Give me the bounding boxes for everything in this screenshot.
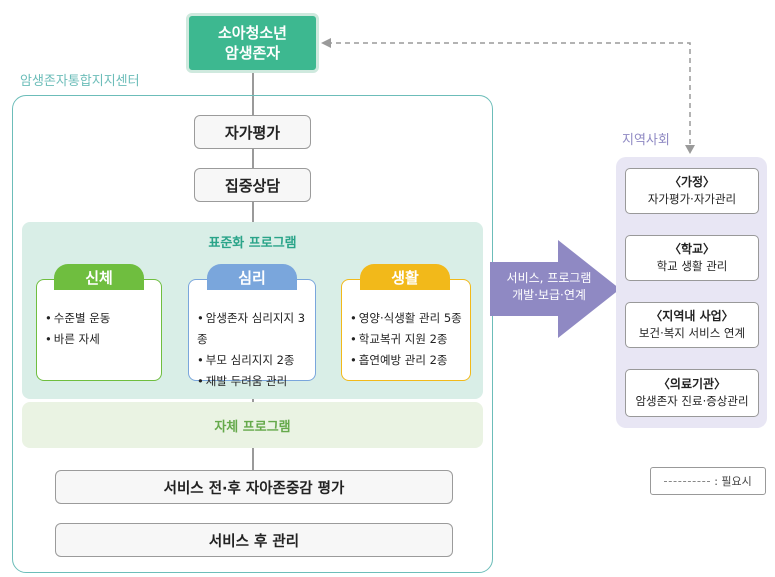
big-arrow-icon xyxy=(490,240,620,338)
community-box-title: 〈의료기관〉 xyxy=(657,377,727,391)
community-box-title: 〈가정〉 xyxy=(668,175,716,189)
top-node-line2: 암생존자 xyxy=(224,44,281,62)
dashed-arrowhead-left xyxy=(321,38,331,48)
top-node-line1: 소아청소년 xyxy=(217,24,287,42)
category-item: 흡연예방 관리 2종 xyxy=(350,350,464,371)
arrow-label-line1: 서비스, 프로그램 xyxy=(506,271,592,285)
category-tab-life: 생활 xyxy=(360,264,450,290)
category-card-life: 영양·식생활 관리 5종 학교복귀 지원 2종 흡연예방 관리 2종 xyxy=(341,279,471,381)
step-after-care: 서비스 후 관리 xyxy=(55,523,453,557)
step-intensive: 집중상담 xyxy=(194,168,311,202)
community-box-desc: 보건·복지 서비스 연계 xyxy=(638,326,746,340)
community-box-home: 〈가정〉 자가평가·자가관리 xyxy=(625,168,759,214)
category-card-body: 수준별 운동 바른 자세 xyxy=(36,279,162,381)
community-box-title: 〈지역내 사업〉 xyxy=(650,309,734,323)
top-node-survivor: 소아청소년 암생존자 xyxy=(186,13,319,73)
category-item: 수준별 운동 xyxy=(45,308,155,329)
category-item: 암생존자 심리지지 3종 xyxy=(197,308,309,350)
community-box-medical: 〈의료기관〉 암생존자 진료·증상관리 xyxy=(625,369,759,417)
category-item: 영양·식생활 관리 5종 xyxy=(350,308,464,329)
arrow-label: 서비스, 프로그램 개발·보급·연계 xyxy=(490,270,608,304)
center-title: 암생존자통합지지센터 xyxy=(20,74,140,89)
standard-program-title: 표준화 프로그램 xyxy=(208,236,297,251)
legend-label: : 필요시 xyxy=(714,475,752,488)
dashed-arrowhead-down xyxy=(685,145,695,154)
community-box-title: 〈학교〉 xyxy=(668,242,716,256)
community-box-desc: 자가평가·자가관리 xyxy=(647,192,737,206)
community-box-desc: 암생존자 진료·증상관리 xyxy=(635,394,749,408)
center-frame xyxy=(12,95,493,573)
own-program-panel: 자체 프로그램 xyxy=(22,402,483,448)
category-item: 재발 두려움 관리 xyxy=(197,371,309,392)
step-before-after-eval: 서비스 전·후 자아존중감 평가 xyxy=(55,470,453,504)
community-box-local-project: 〈지역내 사업〉 보건·복지 서비스 연계 xyxy=(625,302,759,348)
community-box-school: 〈학교〉 학교 생활 관리 xyxy=(625,235,759,281)
community-box-desc: 학교 생활 관리 xyxy=(656,259,728,273)
community-title: 지역사회 xyxy=(622,133,670,148)
category-item: 부모 심리지지 2종 xyxy=(197,350,309,371)
legend: : 필요시 xyxy=(650,467,766,495)
step-self-eval: 자가평가 xyxy=(194,115,311,149)
category-item: 바른 자세 xyxy=(45,329,155,350)
legend-dash-line xyxy=(664,480,711,482)
arrow-label-line2: 개발·보급·연계 xyxy=(512,288,586,302)
category-tab-mind: 심리 xyxy=(207,264,297,290)
category-card-mind: 암생존자 심리지지 3종 부모 심리지지 2종 재발 두려움 관리 xyxy=(188,279,316,388)
category-item: 학교복귀 지원 2종 xyxy=(350,329,464,350)
category-tab-body: 신체 xyxy=(54,264,144,290)
